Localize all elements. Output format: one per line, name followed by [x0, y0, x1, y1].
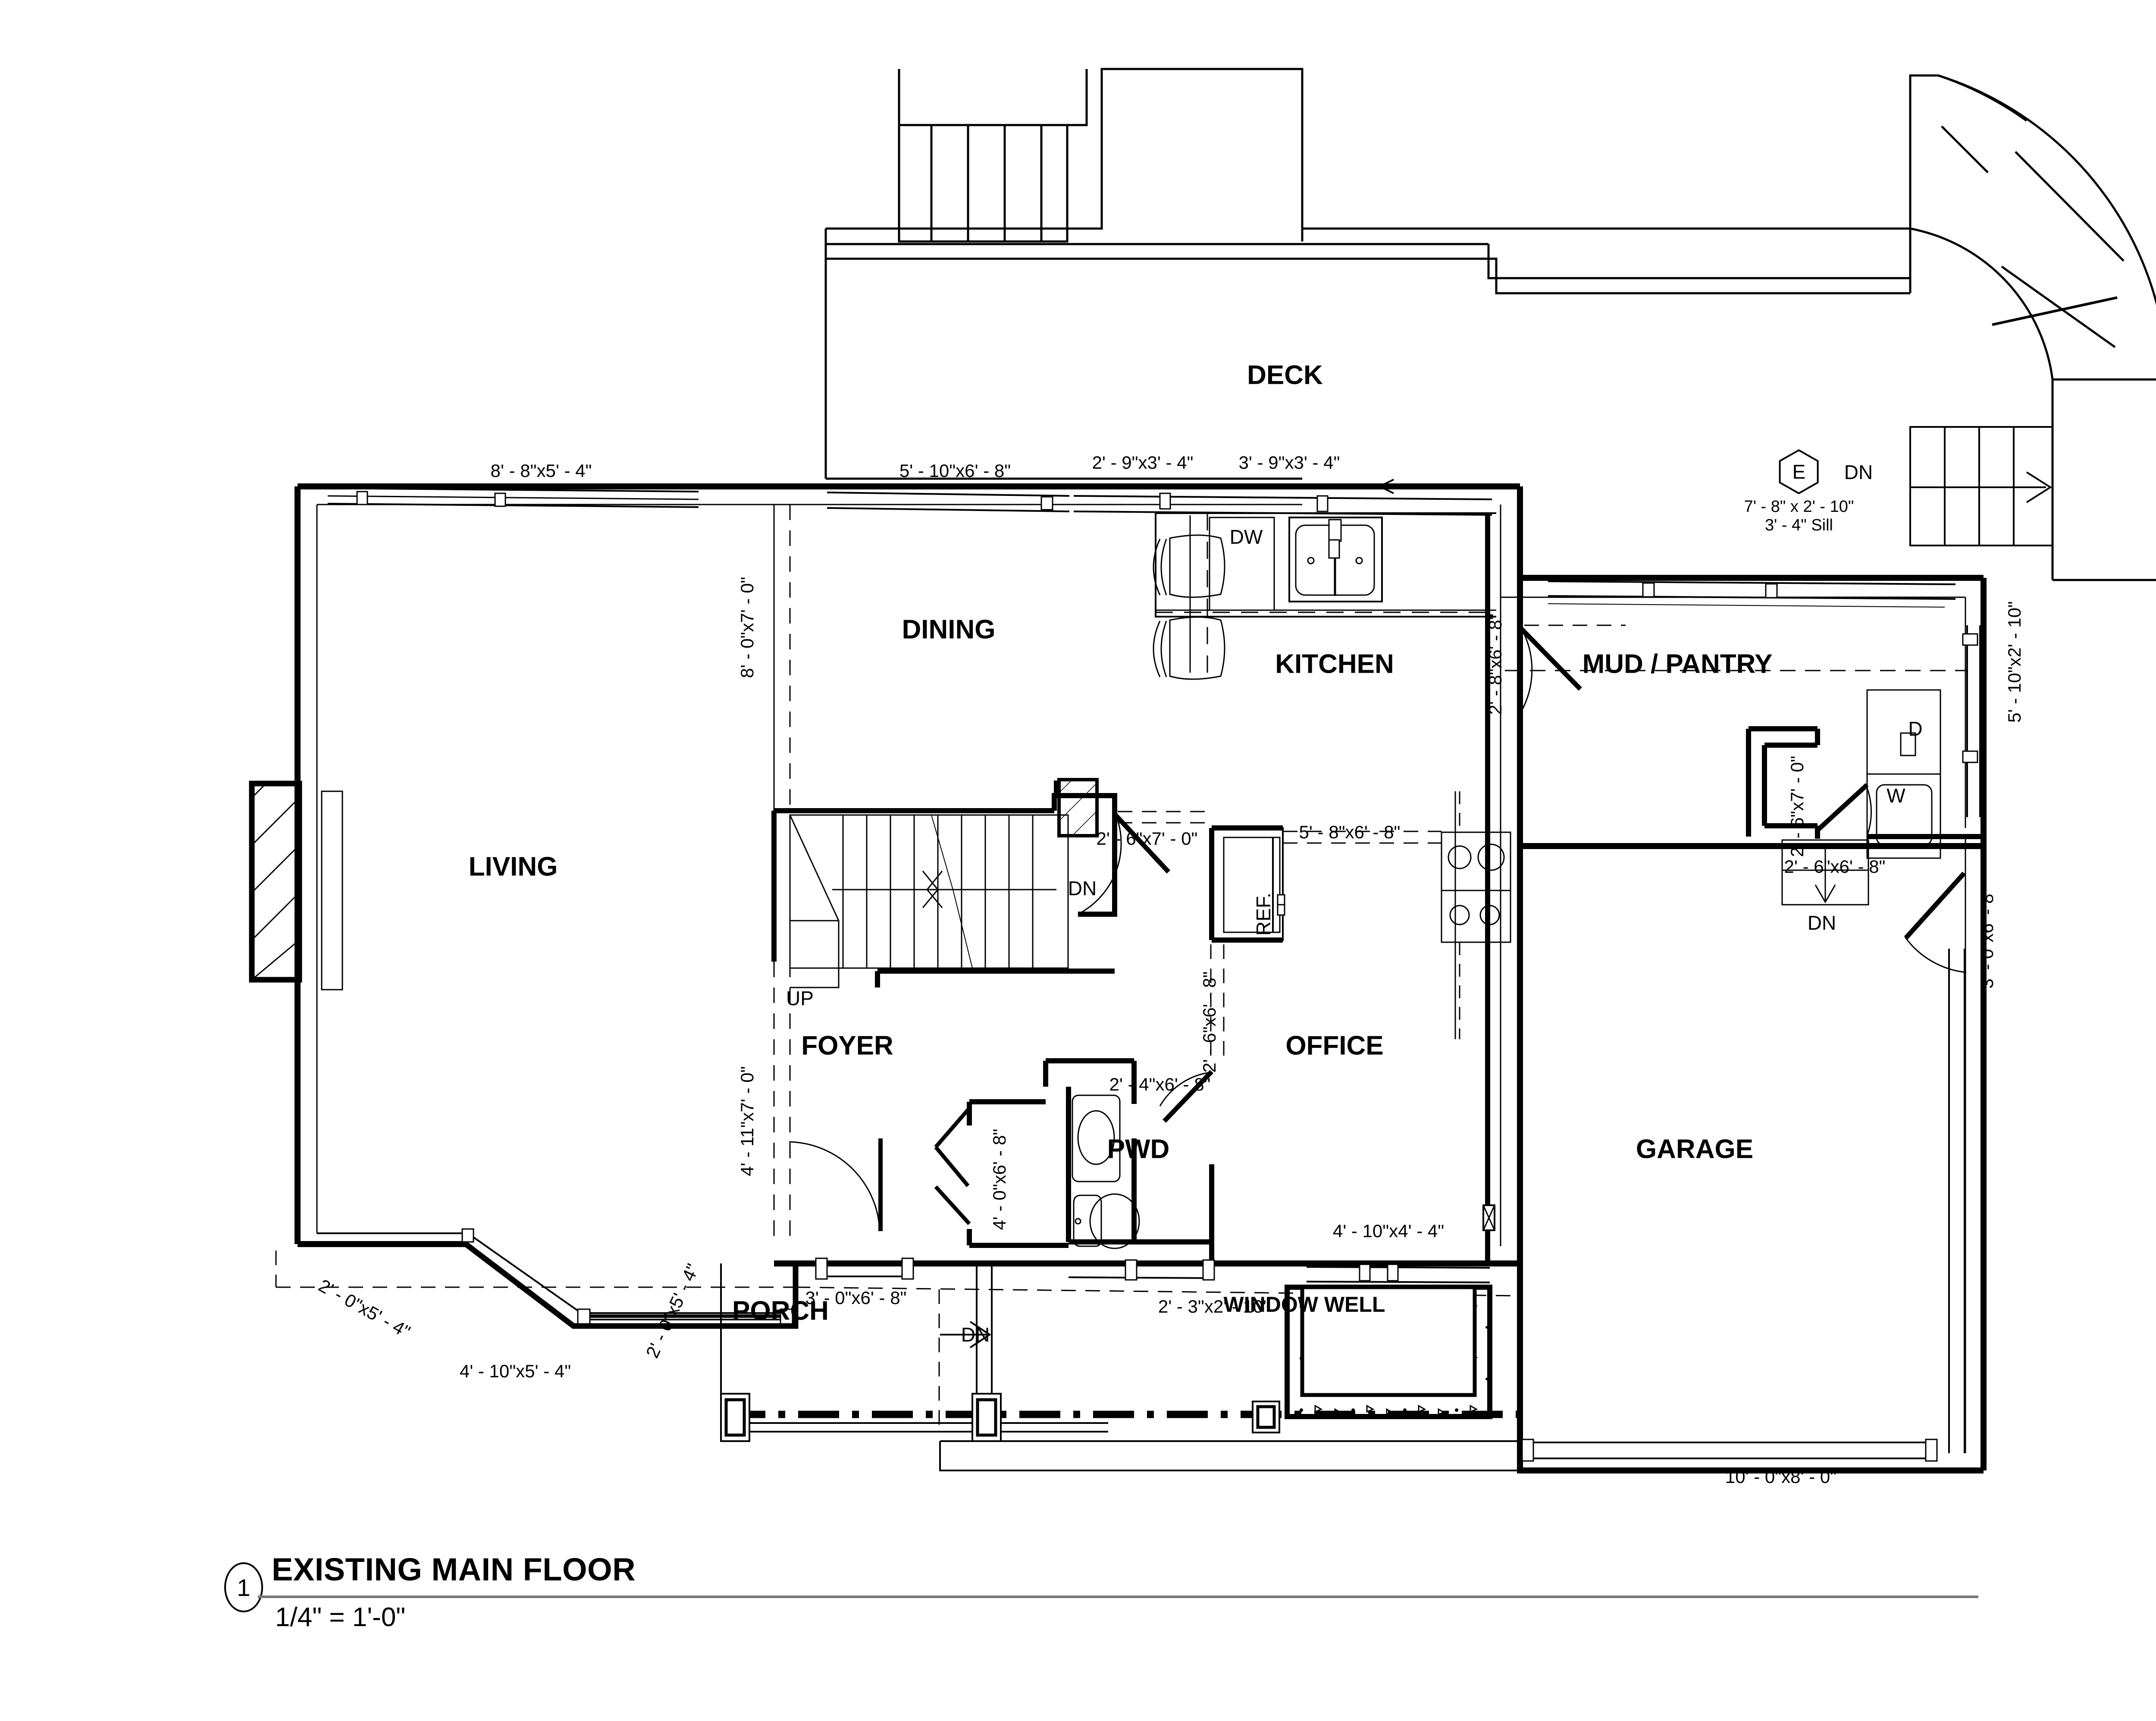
stair-flue [1057, 778, 1099, 837]
door-foyer-closet [1078, 812, 1171, 915]
kitchen-counter [1155, 512, 1496, 618]
pwd-fixtures [1072, 1094, 1140, 1249]
dim-garage-man-door: 3' - 0"x6' - 8" [1977, 887, 1997, 989]
door-pantry [1814, 783, 1872, 836]
door-pwd [1159, 1070, 1213, 1123]
dim-office-opening: 2' - 6"x6' - 8" [1199, 971, 1219, 1073]
dim-garage-door: 10' - 0"x8' - 0" [1725, 1467, 1837, 1487]
deck-stair-run [1909, 426, 2053, 546]
door-kitchen-mud [1518, 626, 1582, 714]
room-label-living: LIVING [468, 852, 558, 882]
room-label-window-well: WINDOW WELL [1223, 1292, 1385, 1317]
stair-note-stair-dn-deck: DN [1844, 461, 1873, 483]
detail-number-bubble: 1 [224, 1562, 263, 1612]
dim-foyer-closet-bifold: 4' - 0"x6' - 8" [989, 1129, 1009, 1230]
room-label-garage: GARAGE [1636, 1134, 1754, 1164]
dim-kitchen-window-2: 3' - 9"x3' - 4" [1238, 452, 1340, 473]
bay-window-glass [317, 1228, 793, 1325]
range-cooktop [1441, 791, 1511, 1039]
room-label-kitchen: KITCHEN [1275, 649, 1394, 679]
dim-mud-east-window: 5' - 10"x2' - 10" [2004, 601, 2024, 723]
exterior-wall-inner-face [316, 504, 1966, 1233]
thin-wall-faces [773, 505, 1966, 1453]
mud-east-window [1962, 625, 1981, 817]
dim-window-well: 4' - 10"x4' - 4" [1332, 1221, 1445, 1241]
dining-living-openings [773, 505, 791, 1242]
garage-man-door [1904, 871, 1967, 973]
dim-office-small-window: 2' - 3"x2' - 10" [1158, 1296, 1270, 1317]
dim-pantry-door: 2' - 6"x7' - 0" [1787, 755, 1807, 857]
appliance-label-dryer: D [1908, 718, 1923, 740]
mud-stairs-down [1781, 839, 1869, 906]
entry-doors [815, 1257, 1215, 1281]
mud-north-window [1548, 580, 1956, 608]
appliance-label-washer: W [1887, 784, 1905, 807]
title-block: 1 EXISTING MAIN FLOOR 1/4" = 1'-0" [224, 1542, 1984, 1641]
garage-inner-wall [1948, 949, 1965, 1453]
door-foyer-entry [789, 1138, 883, 1231]
bifold-doors-foyer-closet [934, 1107, 971, 1226]
title-underline [258, 1596, 1978, 1598]
porch-posts [720, 1393, 1280, 1442]
foyer-stairs [789, 814, 1069, 988]
dim-living-opening: 4' - 11"x7' - 0" [737, 1066, 757, 1176]
stair-note-stair-dn-foyer: DN [1068, 877, 1097, 900]
dim-kitchen-mud-door: 2' - 8"x6' - 8" [1485, 613, 1505, 715]
bay-window-assembly [298, 1241, 799, 1329]
kitchen-direction-arrow [1378, 479, 1427, 494]
north-windows [327, 487, 1070, 512]
dim-dining-opening: 8' - 0"x7' - 0" [737, 577, 757, 678]
room-label-dining: DINING [902, 614, 996, 645]
appliance-label-refrigerator: REF. [1252, 893, 1275, 936]
dim-living-north-window: 8' - 8"x5' - 4" [490, 461, 592, 481]
deck-outline [824, 68, 1938, 480]
dim-pwd-door: 2' - 4"x6' - 8" [1109, 1074, 1211, 1094]
hexagon-icon [1779, 449, 1819, 495]
office-openings-dashed [1210, 831, 1442, 1056]
washer-dryer [1866, 689, 1941, 859]
stair-note-stair-up-foyer: UP [786, 987, 814, 1009]
wall-marker-office [1482, 1204, 1495, 1231]
dim-entry-door: 3' - 0"x6' - 8" [805, 1288, 907, 1308]
appliance-label-dishwasher: DW [1229, 526, 1263, 548]
exterior-walls [295, 483, 1987, 1473]
page-title: EXISTING MAIN FLOOR [272, 1552, 636, 1587]
window-tag-mark: E [1792, 461, 1806, 483]
drawing-scale: 1/4" = 1'-0" [275, 1602, 406, 1632]
interior-walls [771, 513, 1984, 1263]
office-south-window [1306, 1263, 1490, 1283]
porch-slab-outline [939, 1440, 1522, 1471]
window-tag-E: E 7' - 8" x 2' - 10"3' - 4" Sill [1744, 448, 1854, 535]
window-tag-size: 7' - 8" x 2' - 10" [1744, 498, 1854, 516]
deck-curved-stairs [1909, 74, 2156, 581]
porch-outline [720, 1263, 1108, 1433]
fireplace-chimney [249, 781, 343, 991]
garage-overhead-door [1521, 1439, 1938, 1462]
stair-note-stair-dn-mud: DN [1807, 912, 1836, 934]
room-label-pwd: PWD [1107, 1134, 1170, 1164]
dim-bay-center: 4' - 10"x5' - 4" [459, 1361, 571, 1381]
stair-note-stair-dn-porch: DN [961, 1323, 990, 1346]
room-label-foyer: FOYER [801, 1031, 893, 1061]
room-label-mud-pantry: MUD / PANTRY [1582, 649, 1773, 679]
window-tag-sill: 3' - 4" Sill [1764, 516, 1833, 534]
header-dashed-foyer [1118, 811, 1212, 824]
window-well [1285, 1285, 1492, 1419]
refrigerator-unit [1212, 827, 1285, 941]
bar-stools [1153, 534, 1225, 680]
room-label-office: OFFICE [1285, 1031, 1384, 1061]
dim-dining-north-window: 5' - 10"x6' - 8" [899, 461, 1011, 481]
dim-foyer-closet-door: 2' - 6"x7' - 0" [1096, 828, 1198, 849]
dim-kitchen-window-1: 2' - 9"x3' - 4" [1092, 452, 1194, 473]
dim-mud-stair-door: 2' - 6"x6' - 8" [1784, 856, 1886, 877]
room-label-deck: DECK [1247, 360, 1323, 390]
room-label-porch: PORCH [732, 1296, 829, 1326]
dim-kitchen-office-open: 5' - 8"x6' - 8" [1299, 822, 1401, 842]
